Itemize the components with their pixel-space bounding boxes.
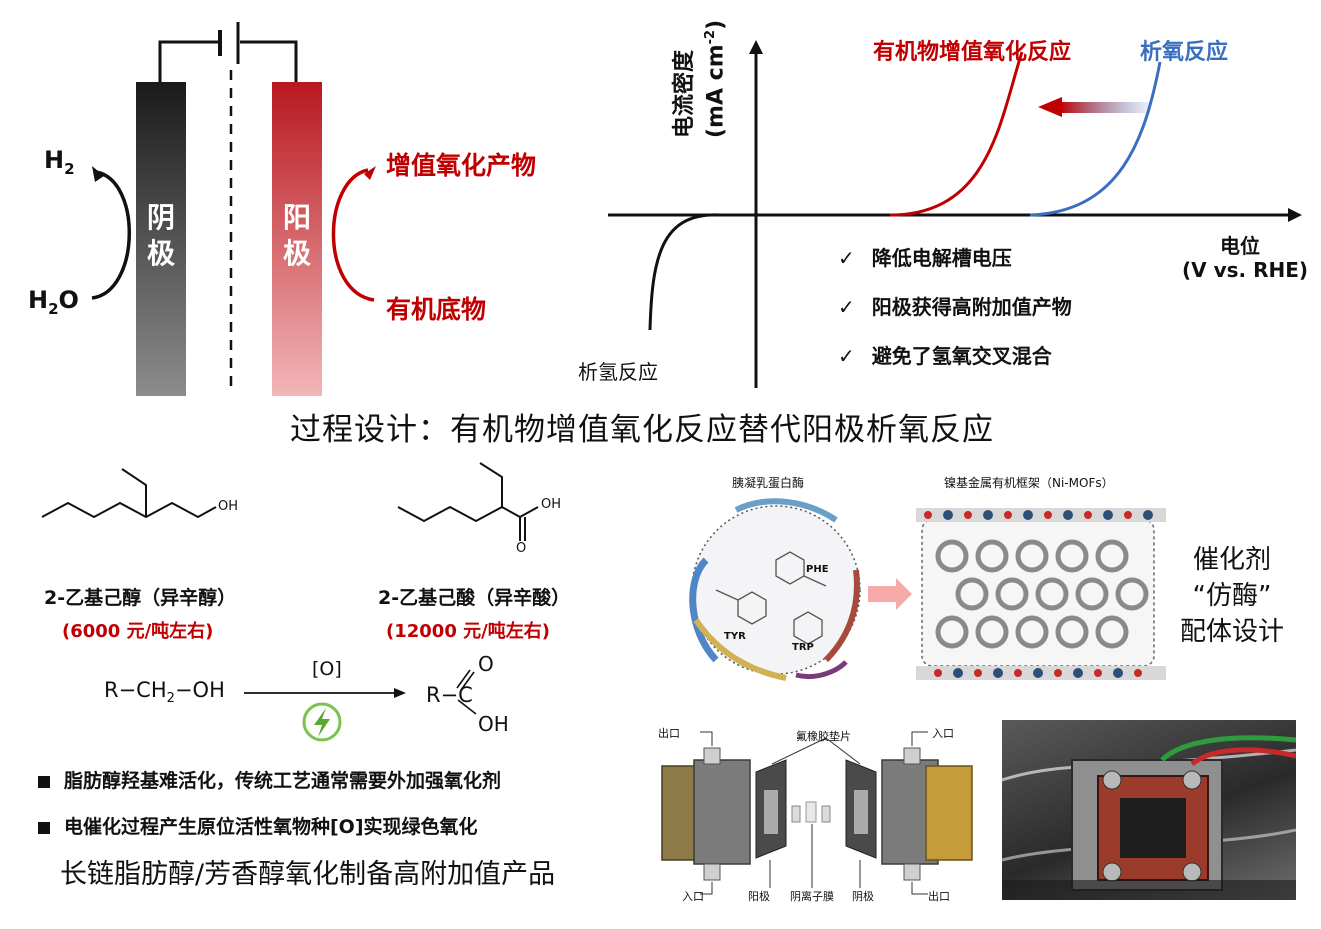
reaction-arrow-svg <box>244 669 477 742</box>
outlet-left-label: 出口 <box>658 727 680 740</box>
transfer-arrow <box>868 578 912 610</box>
benefit-item: ✓ 阳极获得高附加值产物 <box>838 295 1072 319</box>
enzyme-mof-graphics <box>689 498 1166 681</box>
x-axis-label-line2: (V vs. RHE) <box>1182 258 1309 282</box>
reactant-price: (6000 元/吨左右) <box>62 621 214 642</box>
enzyme-illustration <box>689 498 861 681</box>
enzyme-residue-label: TRP <box>792 642 814 653</box>
benefit-item: ✓ 降低电解槽电压 <box>838 246 1012 270</box>
reactor-photo <box>1002 720 1296 900</box>
her-curve <box>648 213 721 331</box>
anode-reactant: 有机底物 <box>386 295 487 324</box>
anode-part-label: 阳极 <box>748 890 770 903</box>
check-icon: ✓ <box>838 344 855 368</box>
check-icon: ✓ <box>838 295 855 319</box>
oer-curve <box>1029 61 1162 217</box>
anode-product: 增值氧化产物 <box>386 151 537 180</box>
membrane-part-label: 阴离子膜 <box>790 890 834 903</box>
organic-oxidation-label: 有机物增值氧化反应 <box>873 40 1072 65</box>
reaction-left: R−CH2−OH <box>104 678 225 707</box>
inlet-right-label: 入口 <box>932 727 954 740</box>
mof-title: 镍基金属有机框架（Ni-MOFs） <box>944 476 1114 490</box>
product-o-label: O <box>516 541 527 556</box>
reaction-right-o: O <box>478 652 494 676</box>
mof-illustration <box>916 508 1166 680</box>
y-axis-arrowhead <box>749 40 763 54</box>
square-bullet-icon <box>38 821 50 834</box>
reactant-oh-label: OH <box>218 499 239 514</box>
inlet-left-label: 入口 <box>682 890 704 903</box>
check-icon: ✓ <box>838 246 855 270</box>
enzyme-residue-label: TYR <box>724 631 746 642</box>
cathode-arrowhead <box>92 166 104 182</box>
process-title: 过程设计：有机物增值氧化反应替代阳极析氧反应 <box>290 412 994 448</box>
reactant-skeleton <box>41 501 217 519</box>
product-oh-label: OH <box>541 497 562 512</box>
bullet-item: 电催化过程产生原位活性氧物种[O]实现绿色氧化 <box>38 812 478 839</box>
molecule-structures <box>41 462 539 541</box>
x-axis-arrowhead <box>1288 208 1302 222</box>
enzyme-residue-label: PHE <box>806 564 829 575</box>
summary-text: 长链脂肪醇/芳香醇氧化制备高附加值产品 <box>60 859 556 890</box>
reaction-right: R−C <box>426 683 473 707</box>
anode-electrode <box>272 82 322 396</box>
cathode-electrode <box>136 82 186 396</box>
shift-arrowhead <box>1038 97 1062 117</box>
anode-arrow <box>331 168 375 302</box>
shift-arrow-body <box>1060 102 1150 113</box>
reaction-right-oh: OH <box>478 712 509 736</box>
her-label: 析氢反应 <box>578 360 658 384</box>
anode-label: 阳 极 <box>282 201 311 270</box>
organic-oxidation-curve <box>889 51 1024 217</box>
catalyst-design-label: 催化剂 “仿酶” 配体设计 <box>1179 545 1284 647</box>
x-axis-label-line1: 电位 <box>1220 234 1260 258</box>
anode-arrowhead <box>364 166 376 180</box>
cathode-arrow <box>91 170 131 300</box>
oer-label: 析氧反应 <box>1140 40 1229 65</box>
product-ethyl-branch <box>479 462 503 507</box>
plot-svg <box>608 40 1302 388</box>
product-name: 2-乙基己酸（异辛酸） <box>378 587 571 609</box>
gasket-label: 氟橡胶垫片 <box>796 730 851 743</box>
product-price: (12000 元/吨左右) <box>386 621 550 642</box>
cathode-product: H2 <box>44 146 75 178</box>
square-bullet-icon <box>38 775 50 788</box>
bullet-item: 脂肪醇羟基难活化，传统工艺通常需要外加强氧化剂 <box>38 766 501 793</box>
reactant-ethyl-branch <box>121 468 147 517</box>
oxidant-label: [O] <box>312 658 342 680</box>
reactor-photo-graphic <box>1002 735 1296 900</box>
reactor-svg <box>661 731 973 895</box>
benefit-item: ✓ 避免了氢氧交叉混合 <box>838 344 1052 368</box>
lightning-icon <box>314 708 330 737</box>
wire-left <box>158 40 218 82</box>
wire-right <box>240 40 298 82</box>
cathode-label: 阴 极 <box>146 201 175 270</box>
cell-wiring <box>91 22 376 396</box>
cathode-part-label: 阴极 <box>852 890 874 903</box>
reactant-name: 2-乙基己醇（异辛醇） <box>44 587 237 609</box>
benefits-list: ✓ 降低电解槽电压 ✓ 阳极获得高附加值产物 ✓ 避免了氢氧交叉混合 <box>838 242 1072 389</box>
product-skeleton <box>397 505 521 523</box>
enzyme-title: 胰凝乳蛋白酶 <box>732 476 805 490</box>
cathode-reactant: H2O <box>28 286 79 318</box>
outlet-right-label: 出口 <box>928 890 950 903</box>
